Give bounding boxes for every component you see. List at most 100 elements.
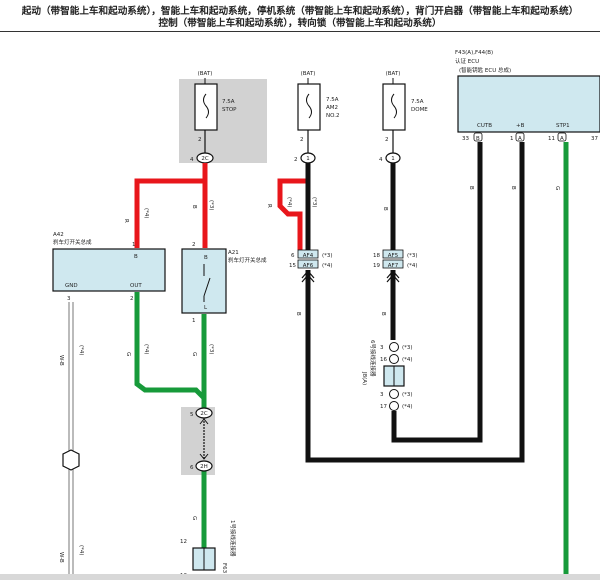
wire-label-g4: G bbox=[554, 186, 560, 190]
j8-note-2: (*4) bbox=[402, 357, 413, 363]
wire-label-g3: G bbox=[191, 516, 197, 520]
a21-pin-l: L bbox=[204, 305, 208, 311]
fuse-stop-conn-pin: 4 bbox=[190, 157, 194, 163]
bottom-tab-bar[interactable] bbox=[0, 574, 600, 580]
fuse-am2-name: AM2 bbox=[326, 105, 338, 111]
f63-pin-top: 12 bbox=[180, 539, 187, 545]
j8-pin-1: 3 bbox=[380, 345, 384, 351]
header-line-1: 起动（带智能上车和起动系统），智能上车和起动系统，停机系统（带智能上车和起动系统… bbox=[21, 6, 579, 17]
fuse-dome-name: DOME bbox=[411, 107, 428, 113]
ecu-subname: (智能钥匙 ECU 总成) bbox=[459, 66, 511, 74]
j8-pin-4: 17 bbox=[380, 404, 387, 410]
af7-note: (*4) bbox=[407, 263, 418, 269]
ecu-pin-11-conn: A bbox=[560, 136, 564, 142]
af6-note: (*4) bbox=[322, 263, 333, 269]
f63-id: F63 bbox=[221, 563, 227, 574]
junction-pin-top: 5 bbox=[190, 412, 194, 418]
a42-id: A42 bbox=[53, 232, 64, 238]
a42-box bbox=[52, 248, 166, 292]
a42-name: 刹车灯开关总成 bbox=[53, 238, 92, 246]
wire-black-dome-ecu bbox=[391, 142, 483, 443]
j8-name: 6号接线连接器 bbox=[369, 340, 377, 377]
a21-id: A21 bbox=[228, 250, 239, 256]
header-line-2: 控制（带智能上车和起动系统），转向锁（带智能上车和起动系统） bbox=[158, 18, 442, 29]
a42-num-out: 2 bbox=[130, 296, 134, 302]
j8-note-3: (*3) bbox=[402, 392, 413, 398]
wire-label-b5: B bbox=[380, 312, 386, 316]
ecu-pin-1: 1 bbox=[510, 136, 514, 142]
junction-label-bot: 2H bbox=[200, 464, 208, 470]
fuse-am2-pin: 2 bbox=[300, 137, 304, 143]
af4-pin: 6 bbox=[291, 253, 295, 259]
wire-label-wb2: W-B bbox=[58, 552, 64, 563]
a21-switch-blade bbox=[203, 277, 211, 297]
a21-num-top: 2 bbox=[192, 242, 196, 248]
header-rule bbox=[0, 31, 600, 32]
j8-pin-2: 16 bbox=[380, 357, 387, 363]
note-gnd-2: (*4) bbox=[78, 545, 84, 556]
af5-pin: 18 bbox=[373, 253, 380, 259]
a42-pin-b: B bbox=[134, 254, 138, 260]
j8-id: J8(A) bbox=[361, 371, 367, 385]
fuse-am2-rating: 7.5A bbox=[326, 97, 339, 103]
fuse-stop-symbol bbox=[203, 93, 209, 119]
fuse-stop-name: STOP bbox=[222, 107, 237, 113]
ecu-pin-1-conn: A bbox=[518, 136, 522, 142]
fuse-dome-conn-pin: 4 bbox=[379, 157, 383, 163]
f63-name: 1号接线连接器 bbox=[229, 520, 237, 557]
af4-note: (*3) bbox=[322, 253, 333, 259]
ecu-pin-stp1: STP1 bbox=[556, 123, 570, 129]
af6-pin: 15 bbox=[289, 263, 296, 269]
ecu-pin-11: 11 bbox=[548, 136, 555, 142]
wire-label-r1: R bbox=[123, 219, 129, 223]
af6-label: AF6 bbox=[303, 263, 314, 269]
a42-pin-gnd: GND bbox=[65, 283, 78, 289]
wire-label-b1: B bbox=[191, 205, 197, 209]
note-a21-g: (*3) bbox=[208, 344, 214, 355]
af5-note: (*3) bbox=[407, 253, 418, 259]
fuse-dome-rating: 7.5A bbox=[411, 99, 424, 105]
note-a42-r: (*4) bbox=[143, 208, 149, 219]
wire-label-b2: B bbox=[382, 207, 388, 211]
fuse-am2-name2: NO.2 bbox=[326, 113, 339, 119]
fuse-dome-body bbox=[382, 83, 406, 131]
note-am2-b: (*3) bbox=[311, 197, 317, 208]
diagram-header: 起动（带智能上车和起动系统），智能上车和起动系统，停机系统（带智能上车和起动系统… bbox=[0, 0, 600, 30]
fuse-stop-source: (BAT) bbox=[198, 71, 213, 77]
a21-num-bot: 1 bbox=[192, 318, 196, 324]
wire-label-b3: B bbox=[295, 312, 301, 316]
junction-pin-bot: 6 bbox=[190, 465, 194, 471]
ecu-name: 认证 ECU bbox=[455, 57, 479, 65]
wire-label-b6: B bbox=[468, 186, 474, 190]
wire-label-wb1: W-B bbox=[58, 355, 64, 366]
fuse-stop-shade bbox=[179, 79, 267, 163]
af5-label: AF5 bbox=[388, 253, 399, 259]
fuse-dome-source: (BAT) bbox=[386, 71, 401, 77]
fuse-stop-rating: 7.5A bbox=[222, 99, 235, 105]
a42-pin-out: OUT bbox=[130, 283, 142, 289]
ecu-pin-33: 33 bbox=[462, 136, 469, 142]
ecu-box bbox=[457, 75, 600, 133]
fuse-am2-conn: 1 bbox=[306, 156, 310, 162]
af7-pin: 19 bbox=[373, 263, 380, 269]
wire-label-r2: R bbox=[266, 204, 272, 208]
j8-pin-3: 3 bbox=[380, 392, 384, 398]
fuse-stop-body bbox=[194, 83, 218, 131]
a42-num-b: 1 bbox=[132, 242, 136, 248]
fuse-am2-body bbox=[297, 83, 321, 131]
j8-note-1: (*3) bbox=[402, 345, 413, 351]
fuse-dome-conn: 1 bbox=[391, 156, 395, 162]
connector-2c-label: 2C bbox=[201, 156, 208, 162]
wire-label-b4: B bbox=[510, 186, 516, 190]
ground-splice bbox=[62, 449, 80, 471]
wire-black-af-ecu bbox=[305, 142, 525, 463]
wire-red-am2 bbox=[277, 163, 311, 250]
note-gnd-1: (*4) bbox=[78, 345, 84, 356]
ecu-id: F43(A),F44(B) bbox=[455, 50, 493, 56]
ecu-pin-b: +B bbox=[516, 123, 525, 129]
wire-label-g2: G bbox=[191, 352, 197, 356]
a21-name: 刹车灯开关总成 bbox=[228, 256, 267, 264]
ecu-pin-cutb: CUTB bbox=[477, 123, 492, 129]
af4-label: AF4 bbox=[303, 253, 314, 259]
